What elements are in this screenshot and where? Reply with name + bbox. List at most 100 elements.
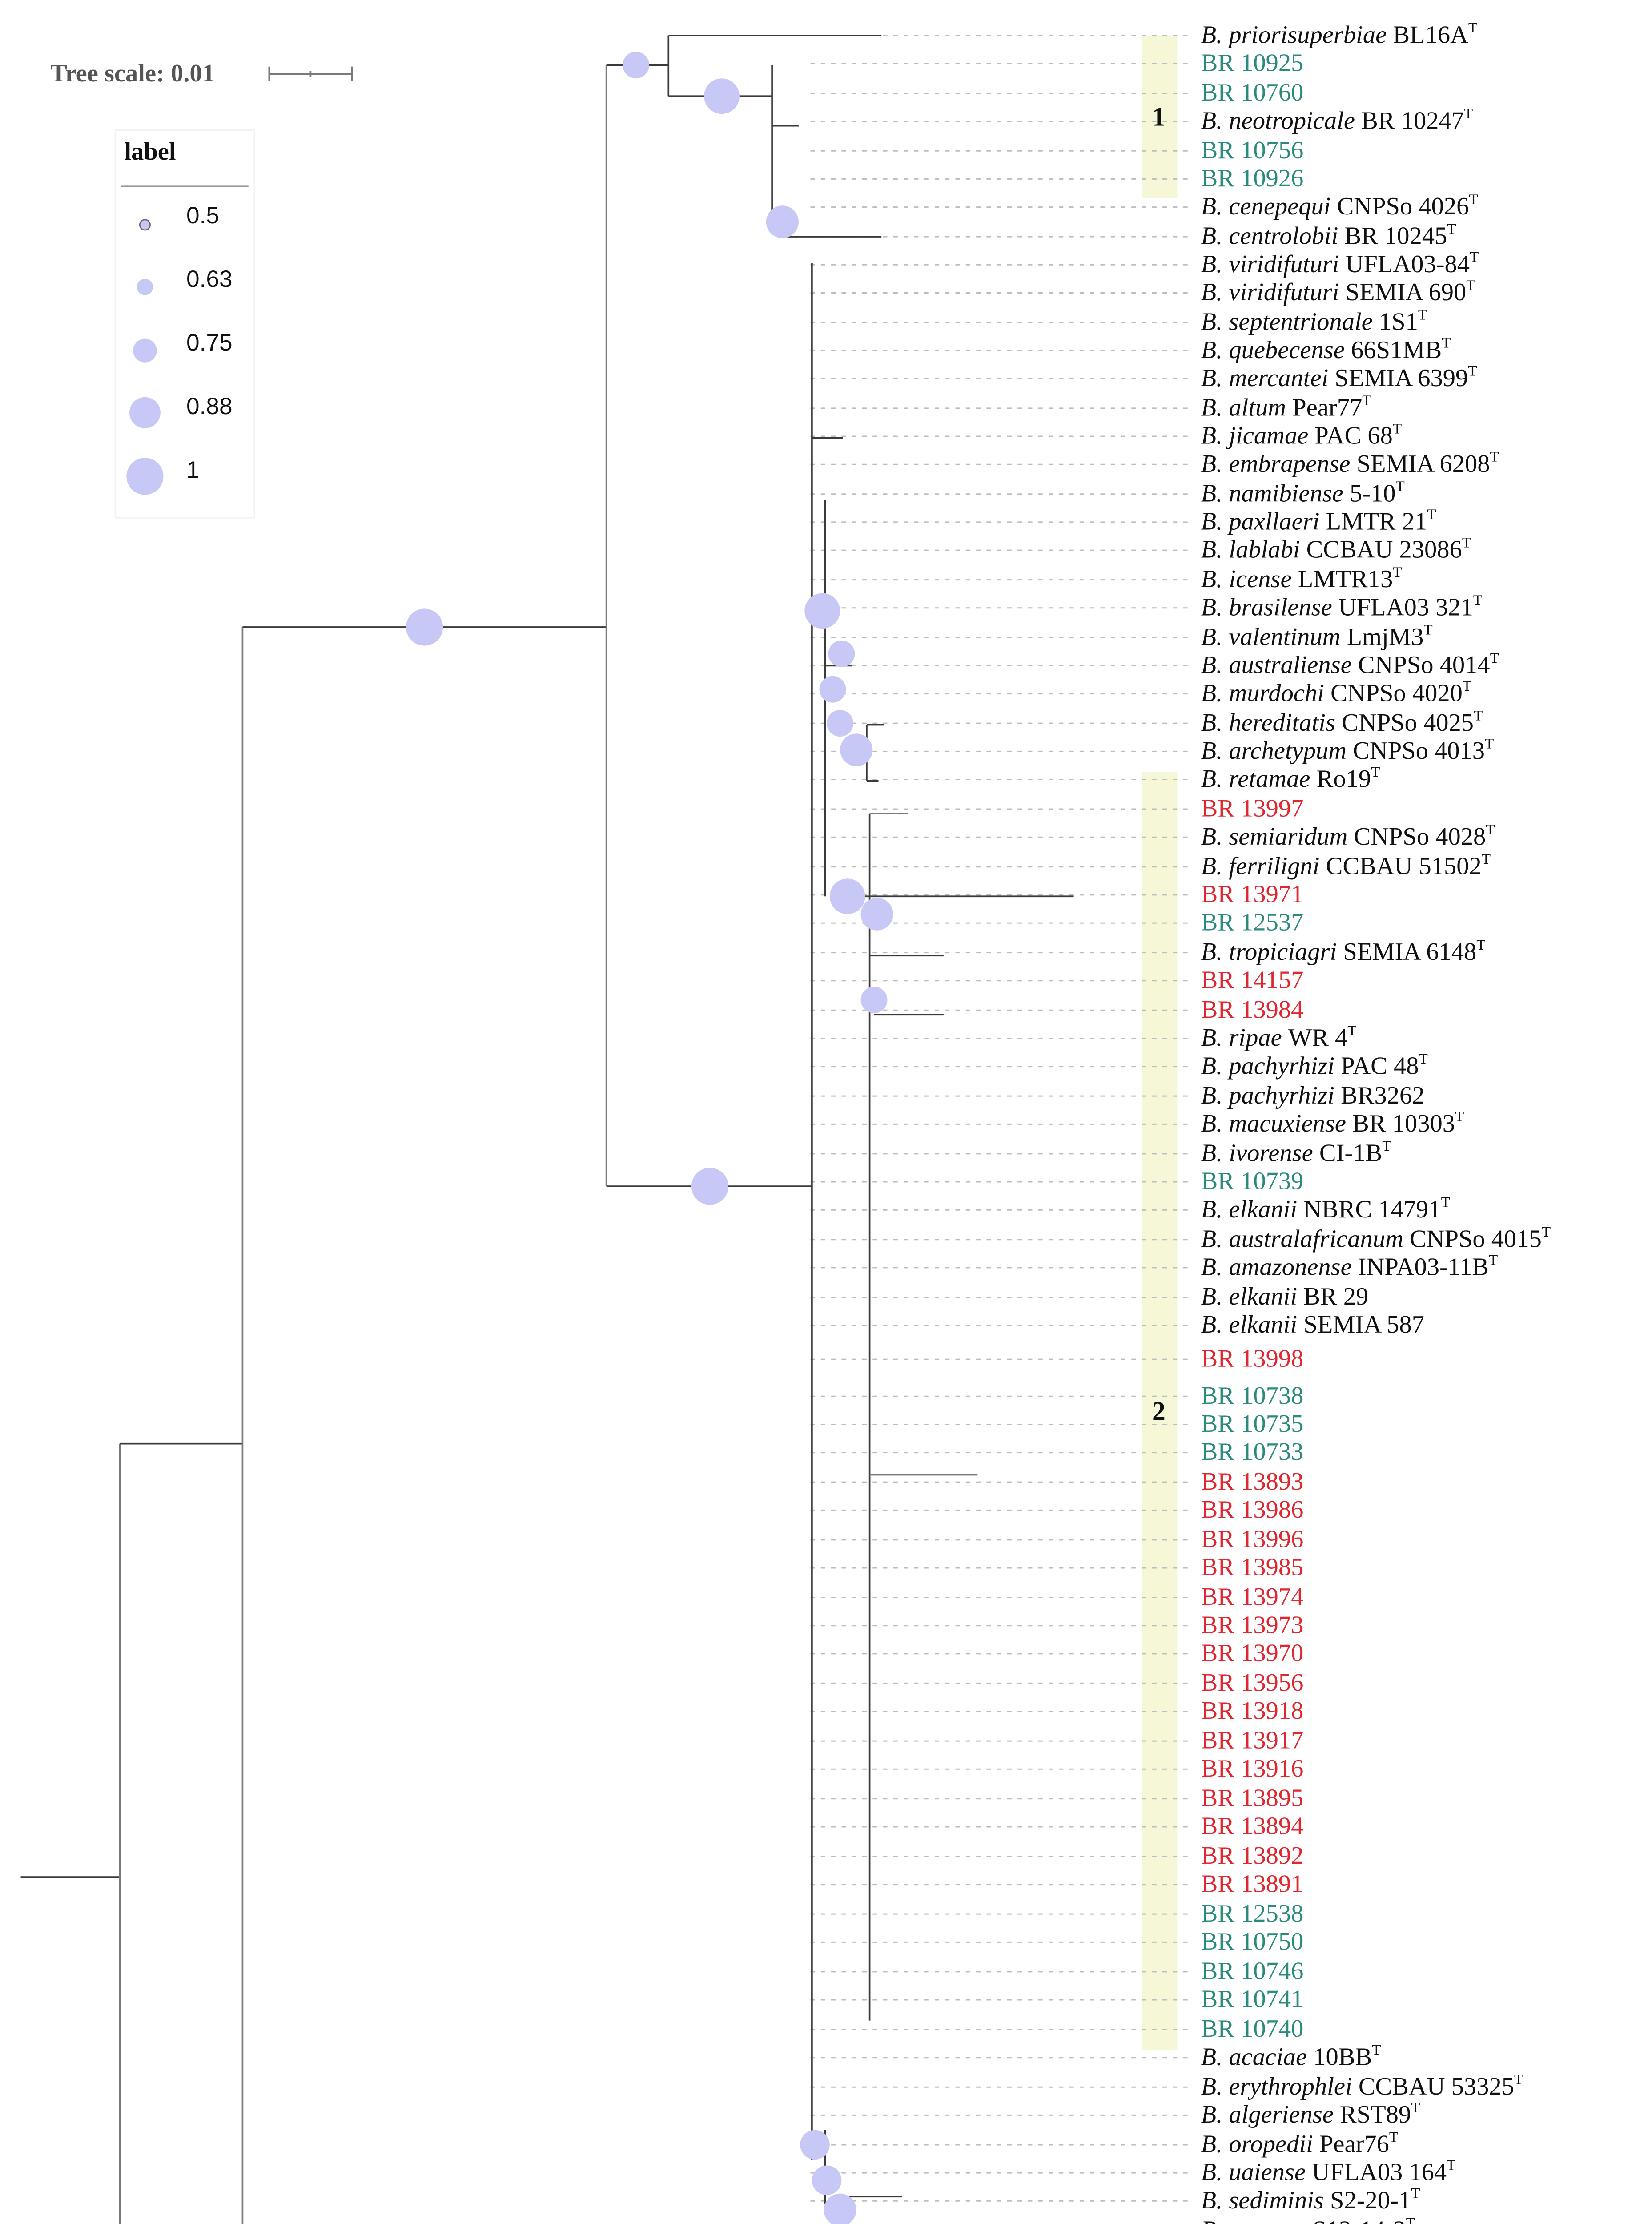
type-strain-marker: T bbox=[1485, 736, 1494, 752]
leaf-label: B. amazonense INPA03-11BT bbox=[1201, 1252, 1498, 1281]
type-strain-marker: T bbox=[1442, 334, 1451, 351]
leaf-label: BR 10735 bbox=[1201, 1410, 1304, 1438]
strain-id: CCBAU 23086 bbox=[1306, 536, 1462, 564]
clade-labels: 12 bbox=[1152, 102, 1166, 1426]
leaf-label: BR 13971 bbox=[1201, 881, 1304, 908]
type-strain-marker: T bbox=[1411, 2185, 1420, 2202]
species-name: B. embrapense bbox=[1201, 450, 1357, 478]
strain-id: CNPSo 4015 bbox=[1410, 1225, 1542, 1253]
strain-id: BR 13998 bbox=[1201, 1345, 1304, 1373]
species-name: B. pachyrhizi bbox=[1201, 1082, 1341, 1109]
clade-label-2: 2 bbox=[1152, 1396, 1166, 1426]
species-name: B. valentinum bbox=[1201, 623, 1347, 651]
leaf-label: B. retamae Ro19T bbox=[1201, 764, 1380, 793]
type-strain-marker: T bbox=[1470, 249, 1479, 266]
species-name: B. neotropicale bbox=[1201, 107, 1361, 134]
type-strain-marker: T bbox=[1347, 1023, 1356, 1039]
strain-id: BR 13895 bbox=[1201, 1784, 1304, 1812]
species-name: B. lablabi bbox=[1201, 536, 1306, 564]
strain-id: BR 13916 bbox=[1201, 1755, 1304, 1782]
strain-id: BR 13892 bbox=[1201, 1842, 1304, 1869]
strain-id: BR 13891 bbox=[1201, 1870, 1304, 1898]
species-name: B. viridifuturi bbox=[1201, 278, 1346, 306]
strain-id: 66S1MB bbox=[1351, 336, 1442, 364]
strain-id: WR 4 bbox=[1288, 1024, 1347, 1052]
clade-label-1: 1 bbox=[1152, 102, 1166, 132]
strain-id: BR 13971 bbox=[1201, 881, 1304, 908]
leaf-label: B. viridifuturi SEMIA 690T bbox=[1201, 277, 1475, 306]
strain-id: BR 10926 bbox=[1201, 165, 1304, 192]
species-name: B. viridifuturi bbox=[1201, 250, 1346, 278]
species-name: B. amazonense bbox=[1201, 1253, 1358, 1281]
species-name: B. centrolobii bbox=[1201, 222, 1345, 250]
strain-id: BR 10750 bbox=[1201, 1928, 1304, 1955]
strain-id: BL16A bbox=[1393, 21, 1468, 48]
leaf-label: B. archetypum CNPSo 4013T bbox=[1201, 736, 1494, 765]
type-strain-marker: T bbox=[1371, 764, 1380, 780]
strain-id: BR 10756 bbox=[1201, 137, 1304, 164]
leaf-label: B. macuxiense BR 10303T bbox=[1201, 1108, 1464, 1137]
type-strain-marker: T bbox=[1447, 2157, 1455, 2173]
strain-id: BR 13973 bbox=[1201, 1611, 1304, 1639]
node-support bbox=[804, 593, 840, 629]
leaf-label: BR 10746 bbox=[1201, 1957, 1304, 1985]
species-name: B. roseuus bbox=[1201, 2216, 1313, 2224]
species-name: B. icense bbox=[1201, 565, 1298, 593]
legend-circle-0.63 bbox=[137, 278, 153, 295]
strain-id: BR 10760 bbox=[1201, 79, 1304, 106]
strain-id: CNPSo 4014 bbox=[1358, 651, 1490, 679]
strain-id: SEMIA 690 bbox=[1346, 278, 1467, 306]
clade-bands bbox=[1142, 35, 1178, 2051]
species-name: B. sediminis bbox=[1201, 2187, 1330, 2214]
strain-id: PAC 68 bbox=[1314, 422, 1392, 450]
species-name: B. acaciae bbox=[1201, 2043, 1314, 2071]
leaf-label: B. brasilense UFLA03 321T bbox=[1201, 592, 1483, 621]
species-name: B. retamae bbox=[1201, 765, 1317, 793]
strain-id: BR 13956 bbox=[1201, 1669, 1304, 1696]
leaf-label: BR 13996 bbox=[1201, 1525, 1304, 1553]
species-name: B. priorisuperbiae bbox=[1201, 21, 1393, 48]
species-name: B. algeriense bbox=[1201, 2101, 1340, 2128]
legend-circle-0.5 bbox=[139, 219, 151, 231]
leaf-label: B. icense LMTR13T bbox=[1201, 564, 1402, 593]
strain-id: BR 13985 bbox=[1201, 1554, 1304, 1581]
type-strain-marker: T bbox=[1469, 191, 1478, 208]
node-support bbox=[828, 640, 855, 667]
species-name: B. mercantei bbox=[1201, 364, 1335, 392]
species-name: B. elkanii bbox=[1201, 1283, 1304, 1310]
node-support bbox=[623, 52, 650, 79]
leaf-label: BR 13974 bbox=[1201, 1583, 1304, 1611]
species-name: B. elkanii bbox=[1201, 1311, 1304, 1338]
species-name: B. paxllaeri bbox=[1201, 508, 1326, 536]
strain-id: CI-1B bbox=[1319, 1140, 1382, 1167]
species-name: B. uaiense bbox=[1201, 2159, 1312, 2186]
leaf-label: B. embrapense SEMIA 6208T bbox=[1201, 449, 1499, 478]
leaf-label: B. mercantei SEMIA 6399T bbox=[1201, 363, 1477, 392]
node-support bbox=[691, 1168, 728, 1205]
species-name: B. ivorense bbox=[1201, 1140, 1319, 1167]
strain-id: BR 13894 bbox=[1201, 1813, 1304, 1840]
leaf-label: B. paxllaeri LMTR 21T bbox=[1201, 506, 1436, 535]
type-strain-marker: T bbox=[1486, 822, 1495, 838]
leaf-label: B. cenepequi CNPSo 4026T bbox=[1201, 191, 1478, 220]
strain-id: BR 10925 bbox=[1201, 49, 1304, 77]
strain-id: CNPSo 4013 bbox=[1353, 737, 1485, 765]
species-name: B. murdochi bbox=[1201, 679, 1330, 707]
species-name: B. oropedii bbox=[1201, 2131, 1319, 2158]
node-support bbox=[824, 2193, 856, 2224]
node-support-1 bbox=[406, 608, 443, 646]
strain-id: SEMIA 6148 bbox=[1343, 938, 1476, 966]
leaf-label: B. oropedii Pear76T bbox=[1201, 2129, 1399, 2158]
node-support bbox=[829, 878, 865, 915]
leaf-label: B. algeriense RST89T bbox=[1201, 2099, 1420, 2128]
type-strain-marker: T bbox=[1489, 1252, 1498, 1268]
leaf-label: B. sediminis S2-20-1T bbox=[1201, 2185, 1420, 2214]
leaf-label: BR 10740 bbox=[1201, 2015, 1304, 2043]
leaf-label: B. hereditatis CNPSo 4025T bbox=[1201, 708, 1483, 737]
legend-circle-1 bbox=[126, 458, 164, 495]
type-strain-marker: T bbox=[1482, 851, 1491, 867]
strain-id: Pear77 bbox=[1292, 394, 1362, 421]
type-strain-marker: T bbox=[1476, 937, 1485, 953]
strain-id: PAC 48 bbox=[1341, 1052, 1419, 1080]
